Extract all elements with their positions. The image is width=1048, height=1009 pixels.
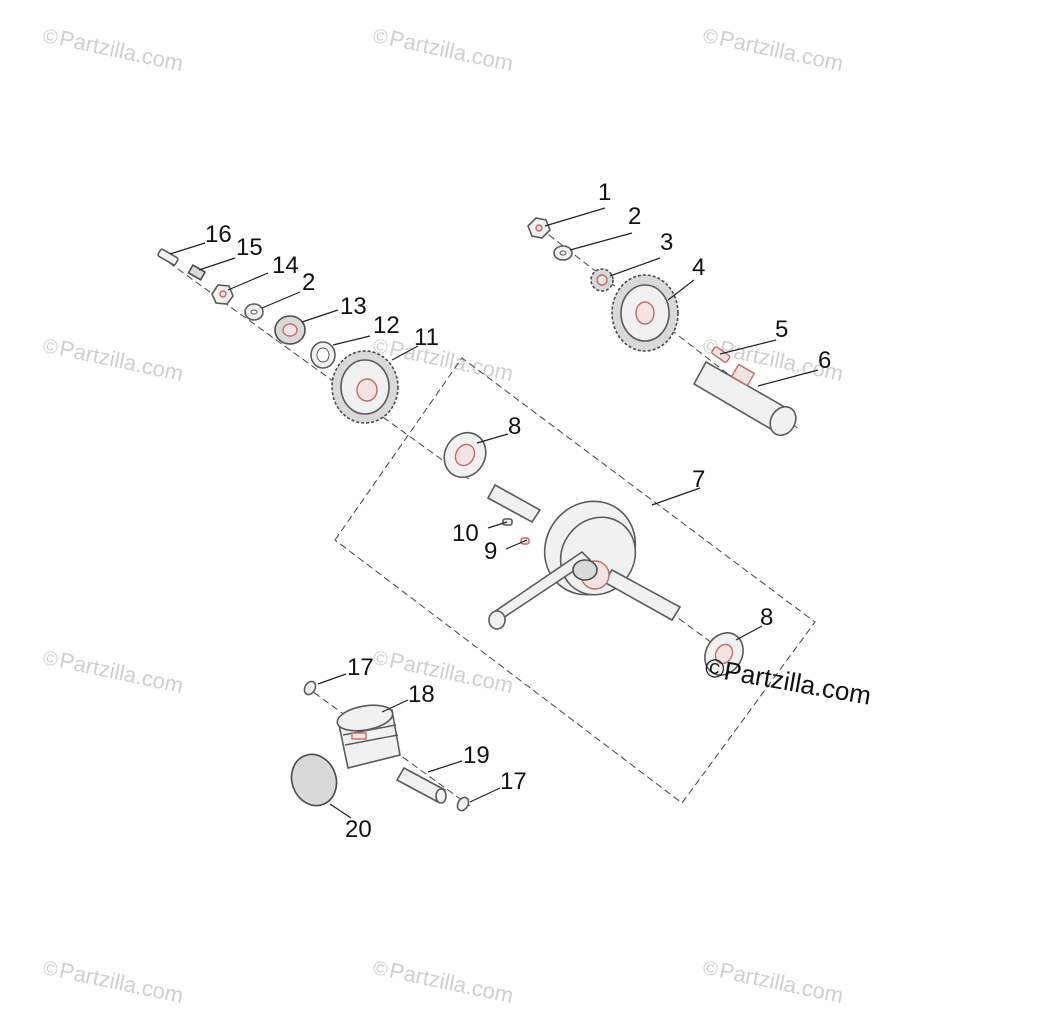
key-part-5[interactable] (711, 346, 731, 363)
bearing-part-8-left[interactable] (436, 425, 494, 485)
callout-16: 16 (205, 221, 232, 248)
callout-4: 4 (692, 254, 706, 281)
leader-lines (169, 207, 819, 819)
key-part-10[interactable] (502, 518, 513, 526)
callout-10: 10 (452, 520, 479, 547)
callout-9: 9 (484, 538, 498, 565)
callout-7: 7 (692, 466, 706, 493)
piston-part-18[interactable] (335, 701, 401, 769)
callout-3: 3 (660, 229, 674, 256)
spring-part-15[interactable] (187, 263, 207, 281)
callout-6: 6 (818, 347, 832, 374)
callout-18: 18 (408, 681, 435, 708)
bearing-part-8-right[interactable] (697, 626, 750, 682)
callout-20: 20 (345, 816, 372, 843)
callout-8-lower: 8 (760, 604, 774, 631)
washer-part-2[interactable] (553, 245, 573, 261)
callout-19: 19 (463, 742, 490, 769)
callout-2-secondary: 2 (302, 269, 316, 296)
piston-pin-clip-part-17-upper[interactable] (302, 679, 318, 696)
assembly-boundary-7 (334, 357, 816, 804)
balancer-shaft-part-6[interactable] (692, 360, 801, 440)
callout-17-upper: 17 (347, 654, 374, 681)
callout-5: 5 (775, 316, 789, 343)
piston-pin-clip-part-17-lower[interactable] (455, 795, 471, 812)
crankshaft-part-7[interactable] (486, 483, 682, 630)
callout-15: 15 (236, 234, 263, 261)
callout-2: 2 (628, 203, 642, 230)
callout-17-lower: 17 (500, 768, 527, 795)
nut-part-14[interactable] (211, 284, 234, 305)
large-gear-part-4[interactable] (611, 274, 679, 352)
callout-1: 1 (598, 179, 612, 206)
crank-axis-left (159, 255, 471, 481)
bolt-part-16[interactable] (157, 248, 179, 266)
timing-gear-part-11[interactable] (331, 350, 399, 424)
callout-8-upper: 8 (508, 413, 522, 440)
drive-gear-part-13[interactable] (274, 315, 306, 345)
piston-ring-part-20[interactable] (284, 748, 343, 812)
piston-pin-part-19[interactable] (395, 766, 447, 804)
washer-part-12[interactable] (310, 341, 336, 369)
washer-part-2-secondary[interactable] (244, 303, 264, 321)
callout-11: 11 (414, 324, 439, 351)
nut-part-1[interactable] (527, 217, 551, 239)
callout-13: 13 (340, 293, 367, 320)
callout-14: 14 (272, 252, 299, 279)
callout-12: 12 (373, 312, 400, 339)
small-gear-part-3[interactable] (590, 268, 614, 292)
